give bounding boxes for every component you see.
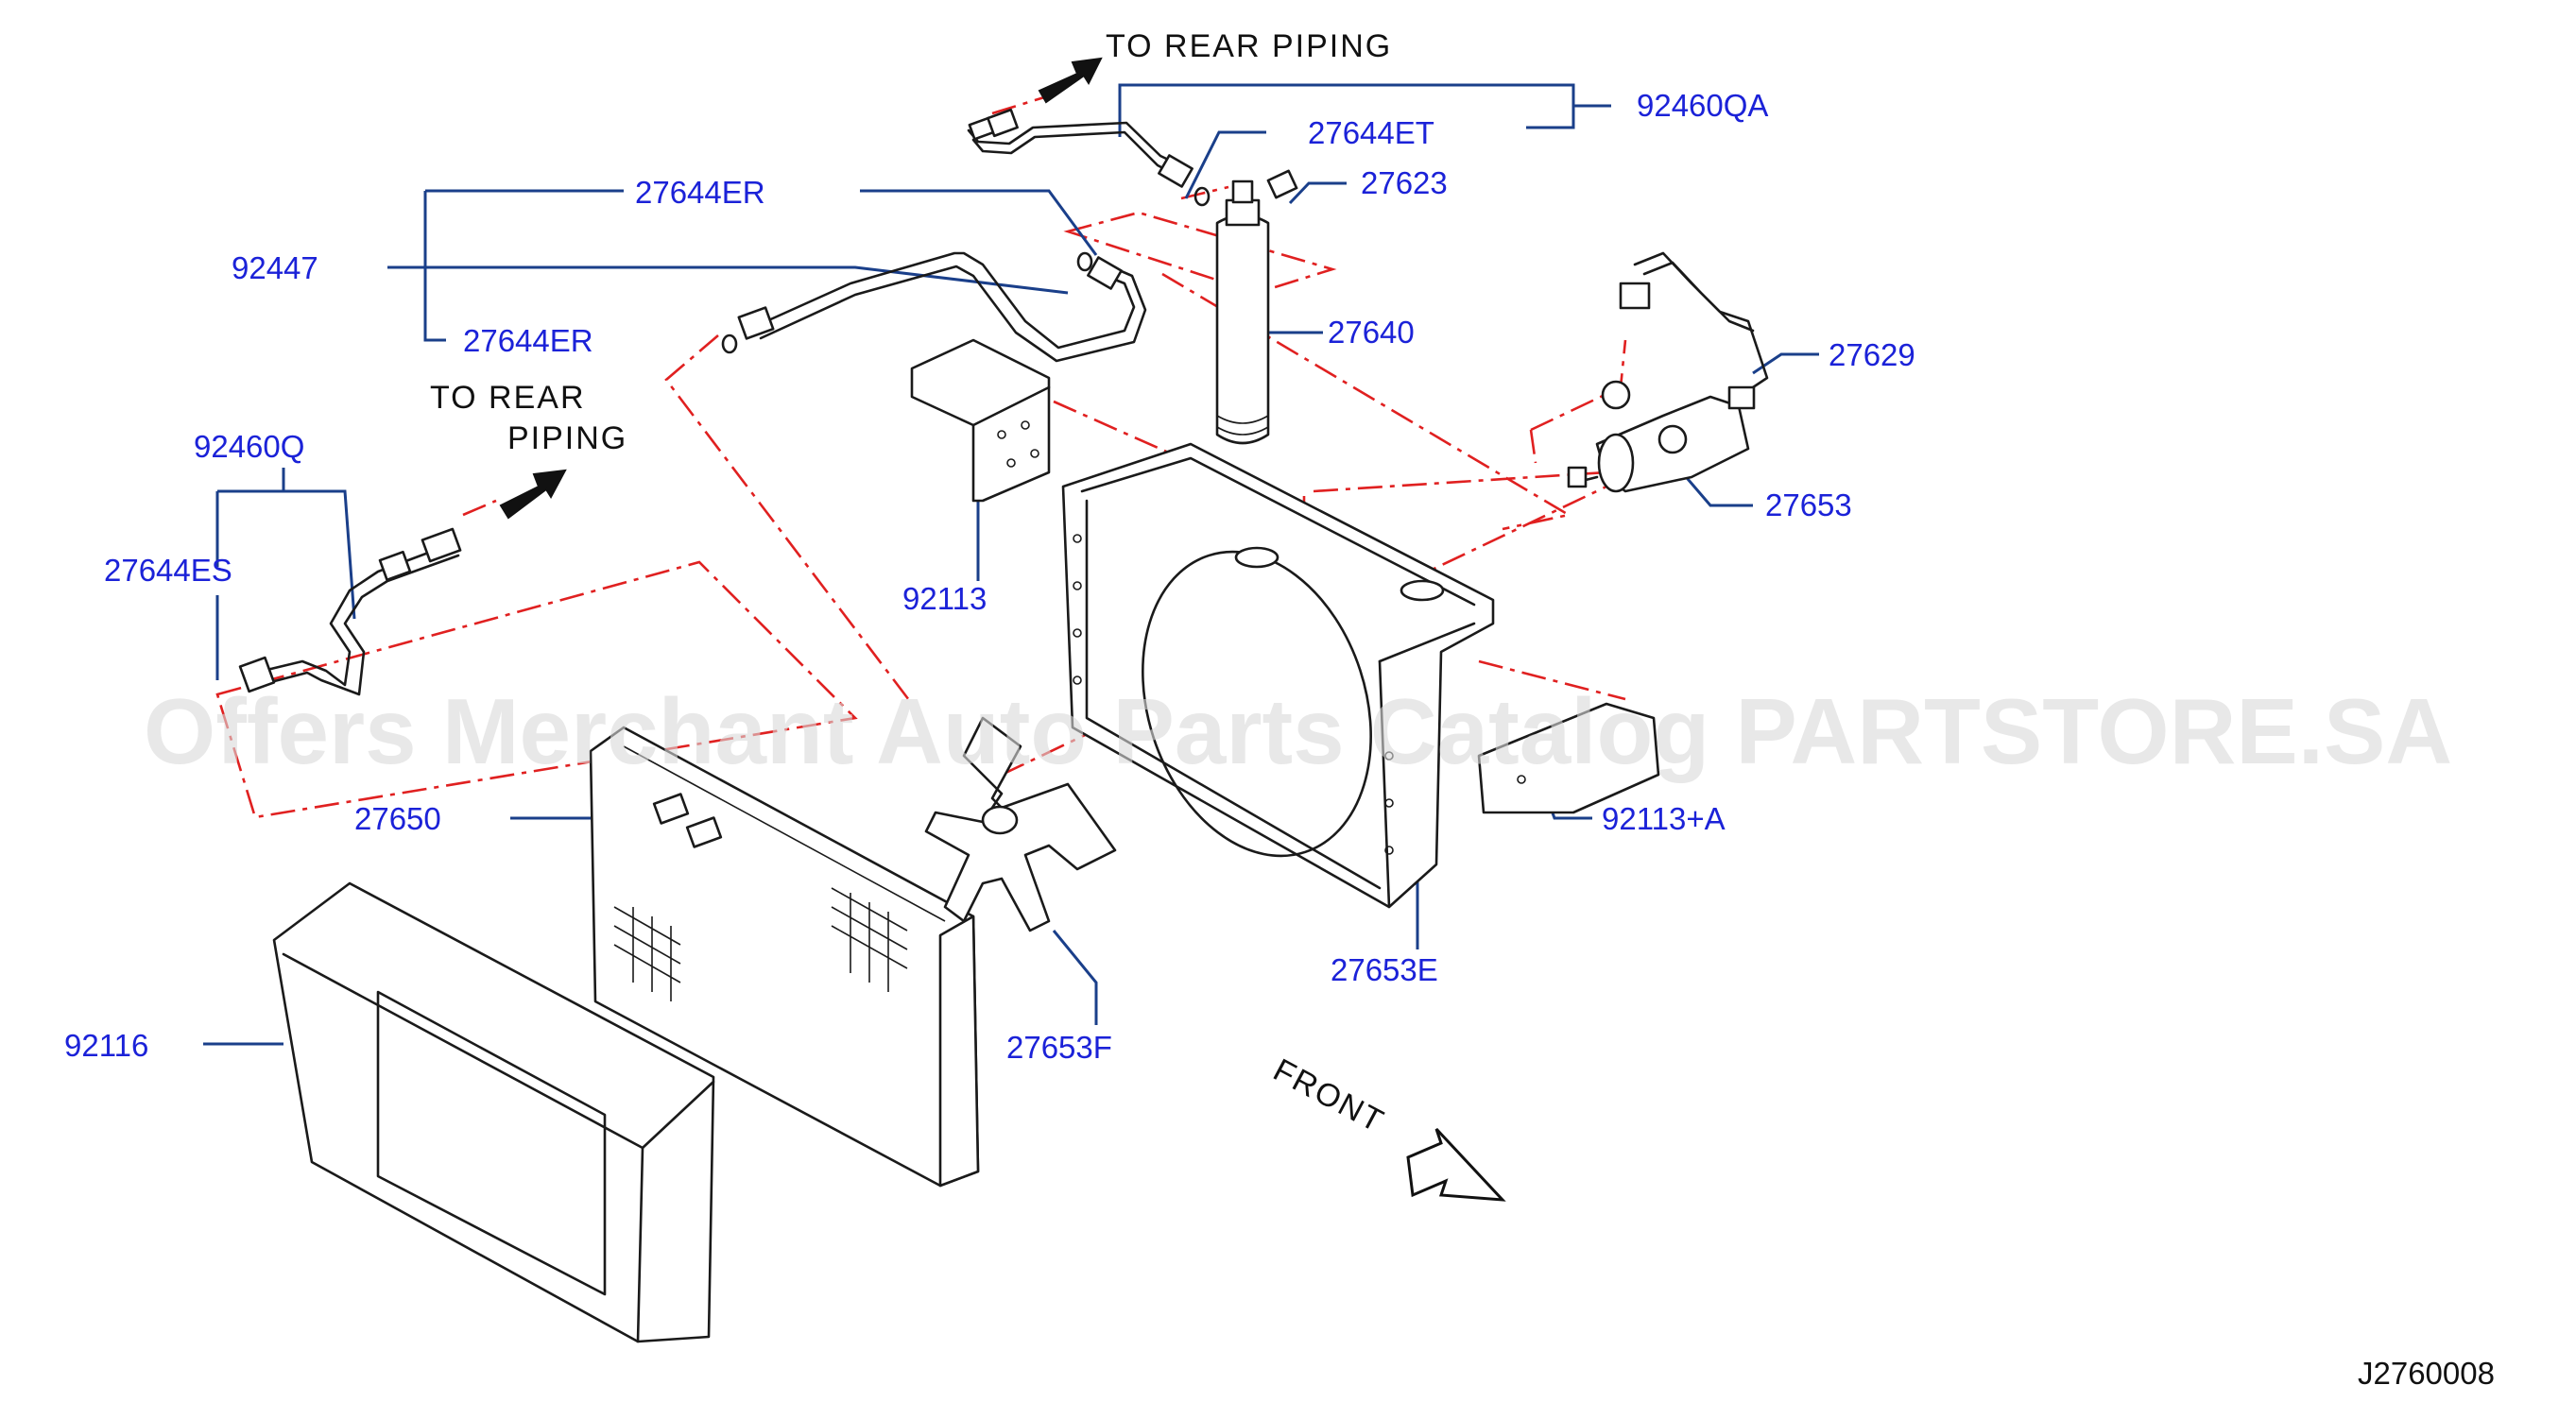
- to-rear-piping-left-line1: TO REAR: [430, 380, 586, 416]
- bracket-92113: [910, 338, 1051, 503]
- fan-shroud-27653E: [1061, 442, 1495, 909]
- pipe-92460QA: [967, 108, 1194, 188]
- label-27623: 27623: [1361, 165, 1448, 200]
- condenser-27650: [589, 726, 980, 1188]
- label-92460Q: 92460Q: [194, 429, 304, 464]
- leader-lines: [203, 83, 1819, 1046]
- label-27653E: 27653E: [1331, 952, 1438, 987]
- label-27644ES: 27644ES: [104, 553, 232, 588]
- label-27653F: 27653F: [1006, 1030, 1112, 1065]
- label-27644ET: 27644ET: [1308, 115, 1434, 150]
- to-rear-piping-top: TO REAR PIPING: [1106, 28, 1392, 64]
- label-27629: 27629: [1829, 337, 1915, 372]
- drawing-code: J2760008: [2358, 1356, 2495, 1391]
- arrow-icon: [499, 469, 567, 520]
- label-27640: 27640: [1328, 315, 1415, 350]
- label-92460QA: 92460QA: [1637, 88, 1768, 123]
- label-27644ER-bottom: 27644ER: [463, 323, 593, 358]
- label-92113: 92113: [902, 581, 987, 616]
- label-27644ER-top: 27644ER: [635, 175, 765, 210]
- bracket-92113A: [1477, 702, 1660, 814]
- watermark: Offers Merchant Auto Parts Catalog PARTS…: [144, 679, 2452, 783]
- label-92113A: 92113+A: [1602, 801, 1726, 836]
- label-92116: 92116: [64, 1028, 148, 1063]
- front-arrow-icon: [1406, 1127, 1506, 1202]
- receiver-drier-27640: [1194, 169, 1298, 445]
- pipe-92460Q: [238, 527, 462, 696]
- label-27650: 27650: [354, 801, 441, 836]
- front-label: FRONT: [1267, 1052, 1390, 1140]
- to-rear-piping-left-line2: PIPING: [507, 420, 627, 456]
- pipe-92447: [721, 251, 1147, 363]
- arrow-icon: [1038, 57, 1103, 104]
- shroud-92116: [272, 881, 715, 1343]
- label-27653: 27653: [1765, 487, 1852, 522]
- fan-27653F: [924, 716, 1117, 932]
- label-92447: 92447: [232, 250, 318, 285]
- fan-motor-27653: [1567, 251, 1769, 493]
